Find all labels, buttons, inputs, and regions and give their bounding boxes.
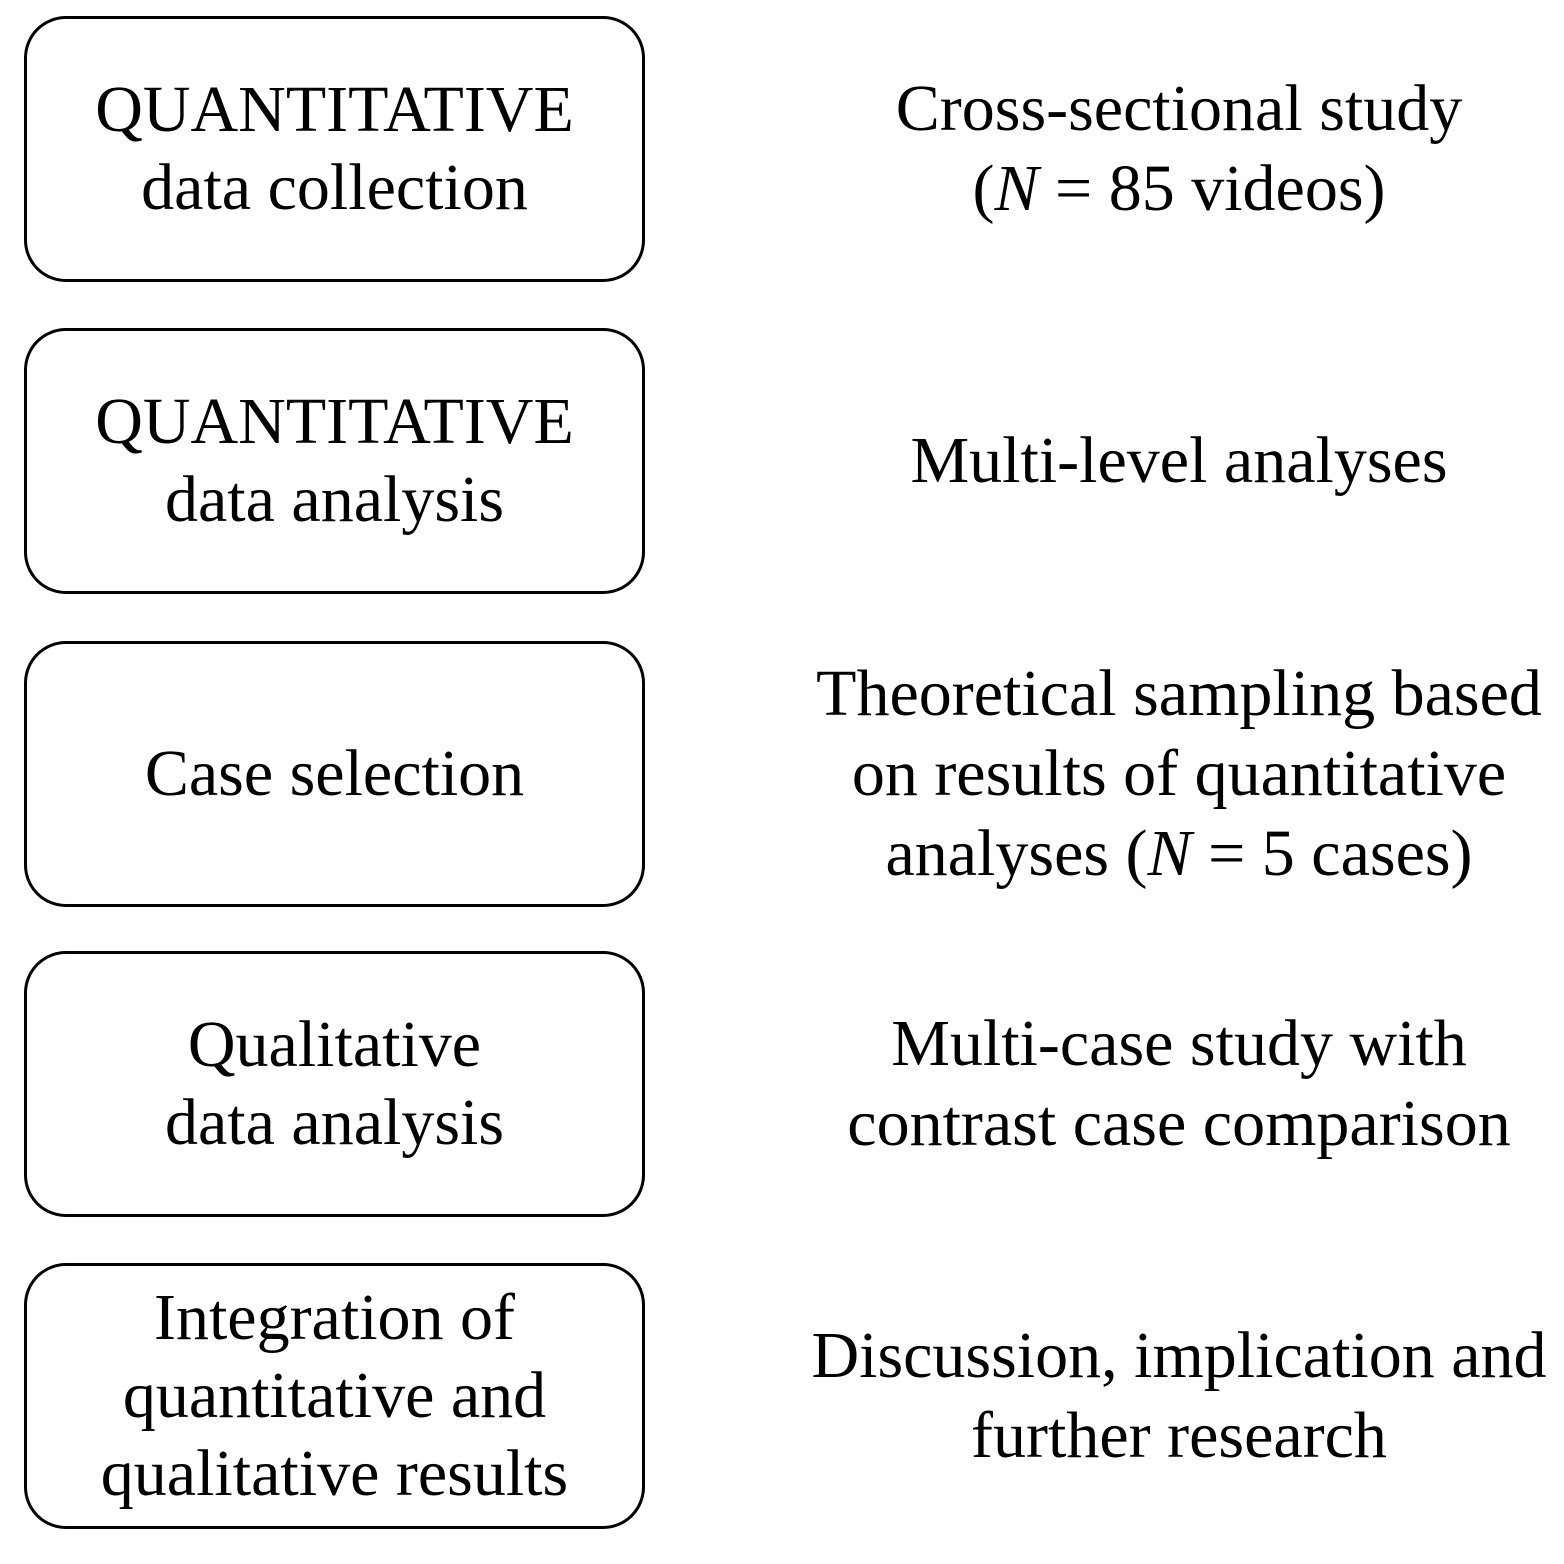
step-box-line: data analysis xyxy=(164,1086,505,1159)
step-description-line: on results of quantitative xyxy=(784,734,1564,814)
step-box-line: QUANTITATIVE xyxy=(95,385,574,458)
step-description: Cross-sectional study(N = 85 videos) xyxy=(784,16,1564,282)
step-box-line: QUANTITATIVE xyxy=(95,73,574,146)
step-description-text: Cross-sectional study(N = 85 videos) xyxy=(784,69,1564,229)
description-segment: ( xyxy=(972,152,995,225)
step-box-line: quantitative and xyxy=(122,1359,547,1432)
description-segment: analyses ( xyxy=(885,817,1148,890)
description-segment: Cross-sectional study xyxy=(895,72,1463,145)
step-description: Multi-level analyses xyxy=(784,328,1564,594)
step-description-line: contrast case comparison xyxy=(784,1084,1564,1164)
description-segment: further research xyxy=(971,1399,1387,1472)
step-box: Case selection xyxy=(24,641,645,907)
description-segment: on results of quantitative xyxy=(851,737,1507,810)
step-description-line: Multi-level analyses xyxy=(784,421,1564,501)
description-segment: Discussion, implication and xyxy=(811,1319,1547,1392)
description-segment: = 85 videos) xyxy=(1038,152,1386,225)
step-description-line: (N = 85 videos) xyxy=(784,149,1564,229)
description-segment: Theoretical sampling based xyxy=(816,657,1542,730)
step-description-line: Multi-case study with xyxy=(784,1004,1564,1084)
step-description-line: Cross-sectional study xyxy=(784,69,1564,149)
description-segment: = 5 cases) xyxy=(1191,817,1473,890)
step-box-line: data analysis xyxy=(164,463,505,536)
italic-symbol: N xyxy=(994,152,1039,225)
description-segment: Multi-level analyses xyxy=(910,424,1448,497)
step-box-line: Integration of xyxy=(153,1281,516,1354)
step-box-line: Qualitative xyxy=(187,1008,482,1081)
description-segment: Multi-case study with xyxy=(891,1007,1467,1080)
step-box-label: Case selection xyxy=(27,735,642,813)
description-segment: contrast case comparison xyxy=(847,1087,1511,1160)
step-description-line: Theoretical sampling based xyxy=(784,654,1564,734)
step-box-line: qualitative results xyxy=(100,1437,569,1510)
step-description-text: Multi-level analyses xyxy=(784,421,1564,501)
step-description-line: further research xyxy=(784,1396,1564,1476)
step-box-line: Case selection xyxy=(144,737,525,810)
italic-symbol: N xyxy=(1147,817,1192,890)
step-description-line: Discussion, implication and xyxy=(784,1316,1564,1396)
step-row: Case selection Theoretical sampling based… xyxy=(24,641,1548,913)
step-description-line: analyses (N = 5 cases) xyxy=(784,814,1564,894)
step-box-line: data collection xyxy=(141,151,528,224)
